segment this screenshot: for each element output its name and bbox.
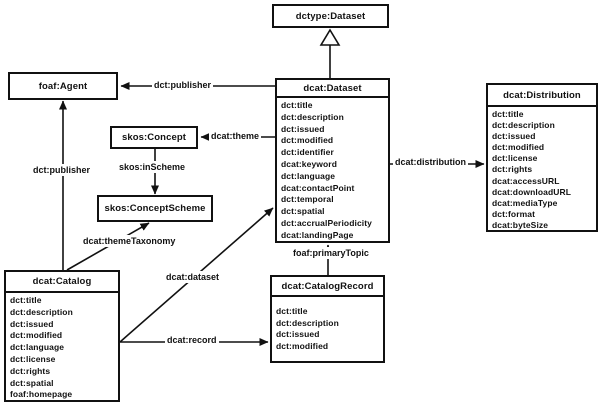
class-title: dcat:Dataset	[277, 80, 388, 98]
class-attribute: dct:description	[281, 111, 344, 122]
edge-label-publisher-left: dct:publisher	[31, 164, 93, 176]
class-title: dcat:Distribution	[488, 85, 596, 107]
class-box-skos-concept: skos:Concept	[110, 126, 198, 149]
class-attribute: dct:spatial	[10, 377, 54, 388]
class-title: dcat:Catalog	[6, 272, 118, 293]
class-attribute: dct:rights	[10, 365, 51, 376]
class-title: dctype:Dataset	[295, 10, 366, 22]
edge-label-theme-taxonomy: dcat:themeTaxonomy	[81, 235, 178, 247]
generalization-arrowhead	[319, 28, 341, 46]
class-attribute: dct:issued	[492, 131, 536, 142]
class-title: dcat:CatalogRecord	[272, 277, 383, 297]
class-attribute: dct:description	[10, 306, 73, 317]
class-attribute: dct:license	[492, 153, 538, 164]
class-attribute: dct:title	[281, 100, 313, 110]
class-attribute: dct:rights	[492, 164, 533, 175]
edge-label-dataset: dcat:dataset	[164, 271, 222, 283]
class-attribute: dct:title	[10, 295, 42, 305]
class-attribute: dct:issued	[10, 318, 54, 329]
edge-label-in-scheme: skos:inScheme	[117, 161, 188, 173]
class-attribute: dcat:accessURL	[492, 175, 560, 186]
class-attribute: dct:title	[276, 306, 308, 316]
class-attribute: dcat:byteSize	[492, 219, 549, 230]
edge-label-distribution: dcat:distribution	[393, 156, 468, 168]
class-attribute: dct:language	[10, 342, 65, 353]
class-attribute: dct:temporal	[281, 194, 334, 205]
edge-label-record: dcat:record	[165, 334, 219, 346]
edge-label-theme: dcat:theme	[209, 130, 262, 142]
class-attribute: dcat:mediaType	[492, 197, 558, 208]
class-attribute: dct:modified	[492, 142, 545, 153]
class-box-foaf-agent: foaf:Agent	[8, 72, 118, 100]
edge-label-publisher-top: dct:publisher	[152, 79, 214, 91]
class-title: foaf:Agent	[38, 80, 88, 92]
class-attribute: foaf:homepage	[10, 389, 73, 400]
class-attribute: dct:issued	[281, 123, 325, 134]
class-attribute: dcat:contactPoint	[281, 182, 355, 193]
class-attribute: dct:modified	[281, 135, 334, 146]
class-attribute: dcat:keyword	[281, 158, 337, 169]
class-attribute: dct:license	[10, 353, 56, 364]
class-box-dctype-dataset: dctype:Dataset	[272, 4, 389, 28]
class-attribute: dcat:downloadURL	[492, 186, 572, 197]
class-attribute: dcat:landingPage	[281, 229, 354, 240]
class-title: skos:ConceptScheme	[104, 203, 206, 214]
class-box-skos-concept-scheme: skos:ConceptScheme	[97, 195, 213, 222]
class-attribute: dct:issued	[276, 329, 320, 340]
class-title: skos:Concept	[121, 132, 187, 143]
edge-label-primary-topic: foaf:primaryTopic	[291, 247, 371, 259]
class-attribute: dct:description	[276, 317, 339, 328]
class-attribute: dct:title	[492, 109, 524, 119]
class-attribute: dct:modified	[10, 330, 63, 341]
class-attribute: dct:modified	[276, 340, 329, 351]
class-attribute: dct:spatial	[281, 206, 325, 217]
class-attribute: dct:format	[492, 208, 536, 219]
class-attribute: dct:identifier	[281, 147, 334, 158]
class-attribute: dct:description	[492, 120, 555, 131]
class-attribute: dct:accrualPeriodicity	[281, 217, 373, 228]
class-attribute: dct:language	[281, 170, 336, 181]
